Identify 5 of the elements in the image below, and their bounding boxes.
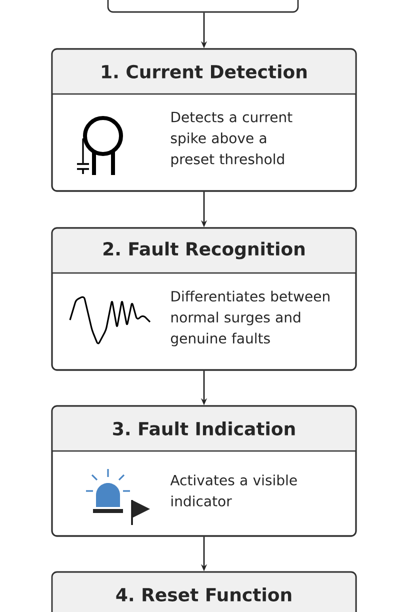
step-box: 1. Current Detection Detects a current spike above a preset threshold [51,48,357,192]
step-box: 2. Fault Recognition Differentiates between normal surges and genuine faults [51,227,357,371]
step-box: 3. Fault Indication Activates a visible indicator [51,405,357,537]
step-box: 4. Reset Function [51,571,357,612]
box-shape [107,0,299,13]
